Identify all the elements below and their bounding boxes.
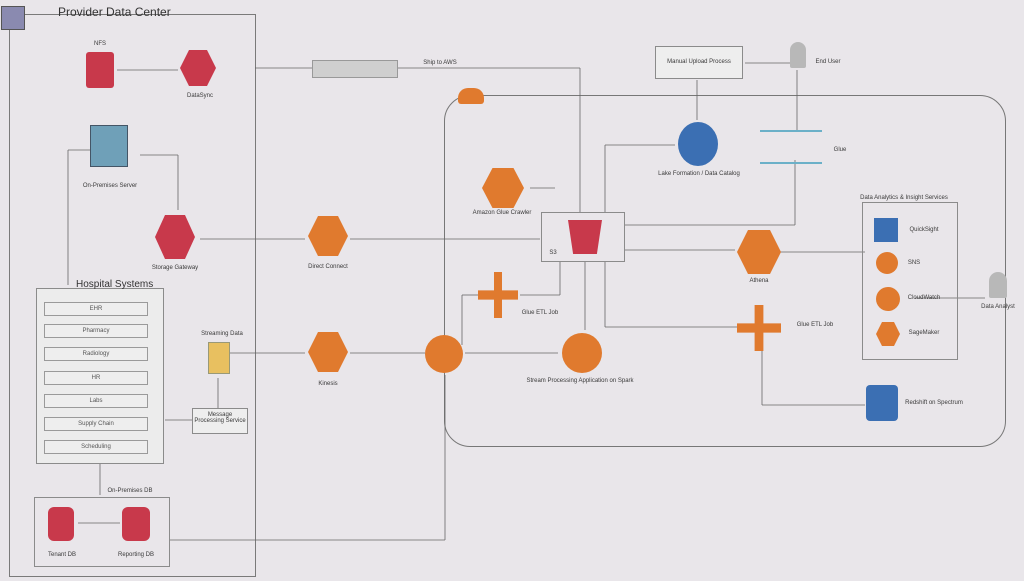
athena-label: Athena bbox=[749, 278, 769, 284]
glue-crawler-label: Amazon Glue Crawler bbox=[472, 210, 532, 216]
tenant-db-label: Tenant DB bbox=[47, 552, 77, 558]
datasync-icon bbox=[180, 50, 216, 86]
manual-process-box bbox=[655, 46, 743, 79]
cloudwatch-icon bbox=[876, 287, 900, 311]
nfs-icon bbox=[86, 52, 114, 88]
provider-datacenter-title: Provider Data Center bbox=[58, 5, 171, 19]
glue-wave-icon bbox=[760, 130, 822, 164]
on-prem-db-panel bbox=[34, 497, 170, 567]
analytics-title: Data Analytics & Insight Services bbox=[860, 195, 948, 201]
hospital-systems-title: Hospital Systems bbox=[76, 279, 154, 290]
system-item: Supply Chain bbox=[44, 417, 148, 431]
kinesis-label: Kinesis bbox=[318, 381, 338, 387]
spark-app-label: Stream Processing Application on Spark bbox=[526, 378, 634, 384]
spark-app-icon bbox=[562, 333, 602, 373]
glue-crawler-icon bbox=[482, 168, 524, 208]
on-prem-server-label: On-Premises Server bbox=[82, 183, 138, 189]
system-item: Radiology bbox=[44, 347, 148, 361]
reporting-db-icon bbox=[122, 507, 150, 541]
system-item: EHR bbox=[44, 302, 148, 316]
datasync-label: DataSync bbox=[186, 93, 214, 99]
provider-datacenter-region bbox=[9, 14, 256, 577]
analytics-panel bbox=[862, 202, 958, 360]
redshift-icon bbox=[866, 385, 898, 421]
lake-formation-label: Lake Formation / Data Catalog bbox=[658, 171, 740, 177]
kinesis-hub-icon bbox=[425, 335, 463, 373]
streaming-data-icon bbox=[208, 342, 230, 374]
glue-etl-label: Glue ETL Job bbox=[521, 310, 559, 316]
snowball-icon bbox=[312, 60, 398, 78]
s3-box bbox=[541, 212, 625, 262]
end-user-label: End User bbox=[815, 59, 841, 65]
manual-process-label: Manual Upload Process bbox=[667, 59, 731, 65]
aws-cloud-icon bbox=[458, 88, 484, 104]
server-icon bbox=[90, 125, 128, 167]
aws-cloud-region bbox=[444, 95, 1006, 447]
glue-etl2-label: Glue ETL Job bbox=[796, 322, 834, 328]
storage-gateway-label: Storage Gateway bbox=[151, 265, 199, 271]
streaming-data-label: Streaming Data bbox=[201, 331, 243, 337]
analyst-icon bbox=[989, 272, 1007, 298]
end-user-icon bbox=[790, 42, 806, 68]
s3-bucket-icon bbox=[568, 220, 602, 254]
datacenter-icon bbox=[1, 6, 25, 30]
system-item: Pharmacy bbox=[44, 324, 148, 338]
system-item: Labs bbox=[44, 394, 148, 408]
on-prem-db-label: On-Premises DB bbox=[107, 488, 153, 494]
message-processing-box bbox=[192, 408, 248, 434]
quicksight-icon bbox=[874, 218, 898, 242]
message-processing-label: Message Processing Service bbox=[194, 412, 246, 424]
sns-label: SNS bbox=[907, 260, 921, 266]
system-item: HR bbox=[44, 371, 148, 385]
reporting-db-label: Reporting DB bbox=[117, 552, 155, 558]
direct-connect-label: Direct Connect bbox=[308, 264, 348, 270]
lake-formation-icon bbox=[678, 122, 718, 166]
s3-label: S3 bbox=[549, 250, 557, 256]
system-item: Scheduling bbox=[44, 440, 148, 454]
storage-gateway-icon bbox=[155, 215, 195, 259]
redshift-label: Redshift on Spectrum bbox=[905, 400, 963, 406]
sagemaker-icon bbox=[876, 322, 900, 346]
glue-label: Glue bbox=[833, 147, 847, 153]
analyst-label: Data Analyst bbox=[981, 304, 1015, 310]
cloudwatch-label: CloudWatch bbox=[907, 295, 941, 301]
tenant-db-icon bbox=[48, 507, 74, 541]
ship-to-aws-label: Ship to AWS bbox=[423, 60, 457, 66]
quicksight-label: QuickSight bbox=[909, 227, 939, 233]
sns-icon bbox=[876, 252, 898, 274]
nfs-label: NFS bbox=[94, 41, 106, 47]
sagemaker-label: SageMaker bbox=[908, 330, 940, 336]
